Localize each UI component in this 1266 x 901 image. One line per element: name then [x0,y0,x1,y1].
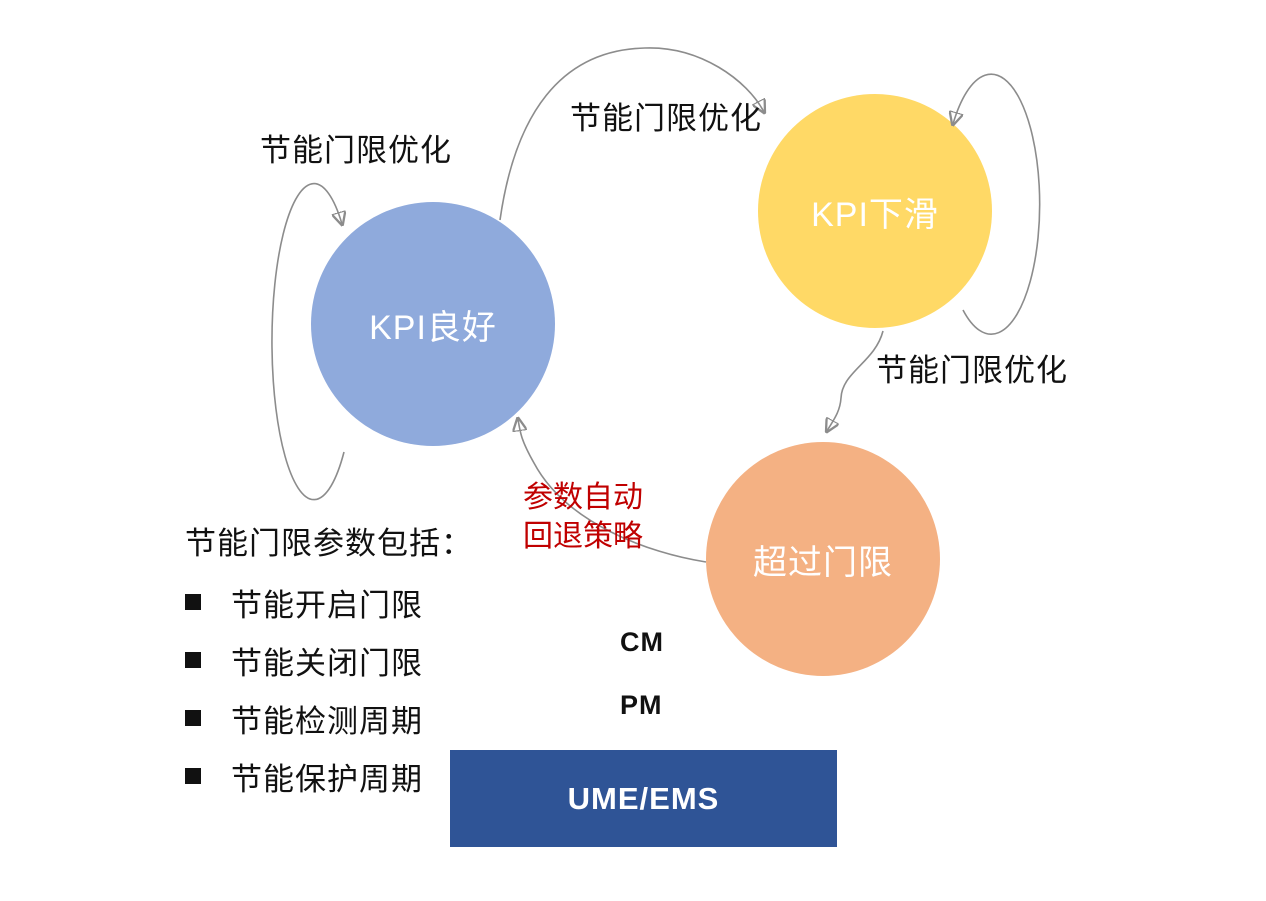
square-bullet-icon [185,768,201,784]
state-kpi-decline-label: KPI下滑 [811,195,939,234]
param-item-label: 节能开启门限 [231,587,423,623]
label-kpi-good-self-loop: 节能门限优化 [260,133,452,168]
label-rollback-strategy: 参数自动 回退策略 [523,481,643,553]
list-item: 节能关闭门限 [185,643,525,681]
state-kpi-good-label: KPI良好 [369,308,497,347]
params-list: 节能门限参数包括： 节能开启门限 节能关闭门限 节能检测周期 节能保护周期 [185,518,525,817]
list-item: 节能检测周期 [185,701,525,739]
state-kpi-good: KPI良好 [311,202,555,446]
square-bullet-icon [185,594,201,610]
state-kpi-decline: KPI下滑 [758,94,992,328]
params-list-heading: 节能门限参数包括： [185,526,473,561]
list-item: 节能开启门限 [185,585,525,623]
param-item-label: 节能关闭门限 [231,645,423,681]
label-kpi-good-to-kpi-decline: 节能门限优化 [570,101,762,136]
state-over-threshold-label: 超过门限 [753,543,893,582]
annotation-pm: PM [620,690,663,720]
param-item-label: 节能保护周期 [231,761,423,797]
arrow-kpi-decline-to-over-threshold [827,330,884,431]
param-item-label: 节能检测周期 [231,703,423,739]
label-kpi-decline-to-over-threshold: 节能门限优化 [876,353,1068,388]
square-bullet-icon [185,652,201,668]
ume-ems-label: UME/EMS [567,780,720,816]
square-bullet-icon [185,710,201,726]
ume-ems-box: UME/EMS [450,750,837,847]
list-item: 节能保护周期 [185,759,525,797]
state-over-threshold: 超过门限 [706,442,940,676]
annotation-cm: CM [620,627,664,657]
